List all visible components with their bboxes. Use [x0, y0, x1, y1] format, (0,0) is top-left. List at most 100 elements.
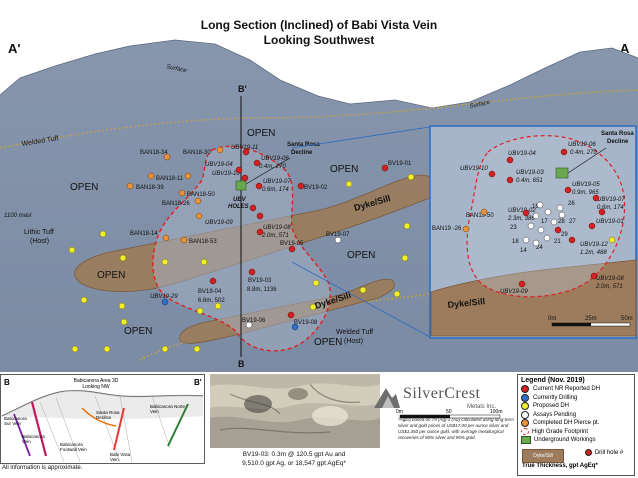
decline-line1: Santa Rosa [287, 142, 320, 148]
dh-orange [180, 236, 188, 244]
xs-norte-vein [167, 403, 189, 447]
dh-yellow [120, 318, 128, 326]
dh-red [242, 148, 250, 156]
lithic-tuff-line2: (Host) [30, 238, 49, 245]
dh-blue [161, 298, 169, 306]
xs-label-bp: B' [194, 378, 202, 387]
inset-decline-line2: Decline [607, 139, 629, 145]
inset-num-21: 21 [554, 239, 561, 245]
inset-dh-red [588, 222, 596, 230]
dh-yellow [309, 303, 317, 311]
silvercrest-logo-icon [374, 388, 400, 408]
elevation-label: 1100 masl [4, 213, 32, 219]
inset-connector-top [291, 126, 431, 149]
inset-hg-footprint [466, 135, 626, 298]
surface-label-left: Surface [166, 64, 188, 74]
decline-line2: Decline [291, 150, 313, 156]
inset-scale-50: 50m [621, 316, 633, 322]
lithic-tuff-label: Lithic Tuff (Host) [24, 229, 54, 245]
inset-dh-red [554, 226, 562, 234]
inset-lbl-ubv19-12-val: 1.2m, 488 [580, 250, 607, 256]
legend-yellow-dot-icon [521, 402, 529, 411]
inset-yellow-points [608, 236, 616, 244]
dh-yellow [403, 222, 411, 230]
inset-num-28: 28 [558, 219, 565, 225]
dh-white [245, 321, 253, 329]
inset-lbl-ubv19-12: UBV19-12 [580, 242, 608, 248]
photo-mineral-2 [312, 406, 348, 426]
xs-babi-line2: Vein [22, 439, 31, 444]
xs-frame [0, 374, 205, 464]
dh-yellow [103, 345, 111, 353]
section-marker-bottom: B [238, 359, 245, 369]
legend-dyke-swatch: Dyke/Sill [522, 449, 564, 463]
xs-sur-line1: Babicanora [4, 416, 27, 421]
inset-lbl-ban19-50: BAN19-50 [466, 213, 494, 219]
dh-red [241, 174, 249, 182]
lbl-ubv19-06: UBV19-06 [261, 156, 289, 162]
inset-dh-orange [480, 208, 488, 216]
inset-dh-white [522, 236, 530, 244]
lbl-ubv19-10: UBV19-10 [212, 171, 240, 177]
inset-white-points [522, 201, 566, 247]
scale-0: 0m [396, 409, 403, 415]
inset-lbl-ubv19-03: UBV19-03 [516, 170, 544, 176]
xs-babicanora-vein [30, 401, 48, 457]
dh-yellow [312, 279, 320, 287]
xs-label-b: B [4, 378, 10, 387]
dh-red [381, 164, 389, 172]
lbl-ubv19-08-val: 2.0m, 571 [261, 233, 289, 239]
dh-red [288, 245, 296, 253]
open-label-6: OPEN [124, 326, 152, 337]
lbl-ban18-11: BAN18-11 [156, 176, 184, 182]
scale-50: 50 [446, 409, 452, 415]
dh-yellow [119, 254, 127, 262]
lbl-bv19-06: BV19-06 [242, 318, 266, 324]
surface-label-right: Surface [469, 100, 491, 110]
ubv-holes-line1: UBV [233, 197, 247, 203]
photo-mineral-3 [288, 388, 308, 400]
lbl-ubv19-04: UBV19-04 [205, 162, 233, 168]
legend-item-workings: Underground Workings [518, 436, 634, 445]
welded-tuff-host-label: Welded Tuff(Host) [336, 329, 373, 345]
dh-white [334, 236, 342, 244]
dh-yellow [359, 286, 367, 294]
open-label-3: OPEN [330, 164, 358, 175]
inset-num-16: 16 [532, 204, 539, 210]
inset-lbl-ubv19-10: UBV19-10 [460, 166, 488, 172]
lbl-ubv19-07: UBV19-07 [263, 179, 291, 185]
page-title: Long Section (Inclined) of Babi Vista Ve… [200, 18, 438, 32]
lbl-ubv19-29: UBV19-29 [150, 294, 178, 300]
dh-yellow [161, 258, 169, 266]
photo-caption-text: BV19-03: 0.3m @ 120.5 gpt Au and 9,510.0… [242, 451, 346, 467]
inset-lbl-ubv19-06-val: 0.4m, 270 [570, 150, 597, 156]
dh-yellow [196, 307, 204, 315]
dh-red [297, 182, 305, 190]
xs-vista-line1: Babi Vista [110, 452, 131, 457]
logo-mountain-light [382, 396, 394, 408]
lithic-tuff-line1: Lithic Tuff [24, 229, 54, 236]
lbl-ban18-14: BAN18-14 [130, 231, 158, 237]
inset-dh-red [592, 194, 600, 202]
xs-babi-line1: Babicanora [22, 434, 45, 439]
lbl-ubv19-11: UBV19-11 [231, 145, 258, 151]
xs-norte-line1: Babicanora Norte [150, 404, 186, 409]
assays-pending-points [245, 236, 342, 329]
high-grade-footprint [152, 145, 331, 352]
xs-babi-vista-vein [113, 407, 125, 451]
inset-lbl-ubv19-08: UBV19-08 [596, 276, 624, 282]
lbl-bv19-04: BV19-04 [198, 289, 222, 295]
inset-lbl-ubv19-02: UBV19-02 [508, 208, 536, 214]
lbl-ban18-39: BAN18-39 [136, 185, 164, 191]
dh-red [249, 204, 257, 212]
ageq-note: *AgEq based on 79 (Ag):1 (Au) calculated… [398, 417, 514, 440]
dh-orange [195, 212, 203, 220]
dh-orange [162, 234, 170, 242]
xs-veins [39, 395, 171, 463]
logo-name: SilverCrest [403, 385, 481, 402]
